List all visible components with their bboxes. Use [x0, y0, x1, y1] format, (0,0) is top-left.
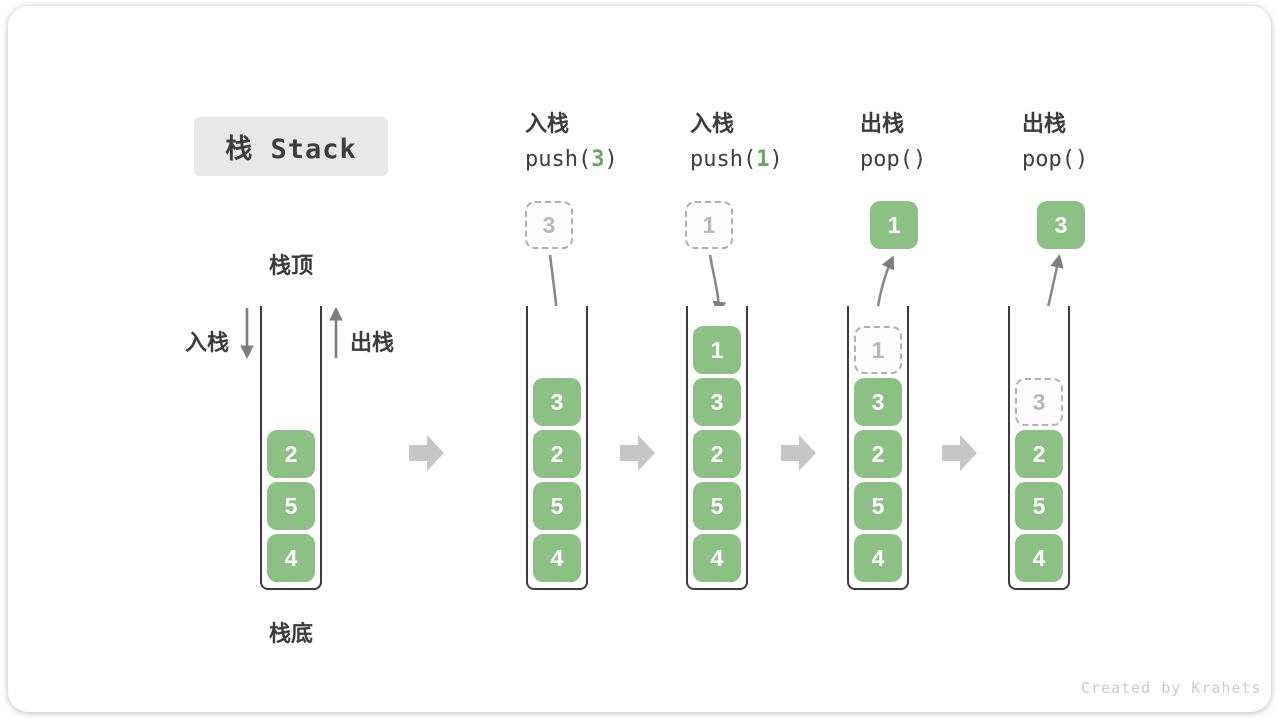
- op-code-arg: 1: [756, 147, 770, 172]
- stack-item: 2: [533, 430, 581, 478]
- op-label-push-1: 入栈 push(1): [690, 109, 783, 174]
- stack-item: 4: [693, 534, 741, 582]
- stack-container-push-1: 1 3 2 5 4: [686, 306, 748, 590]
- stack-item: 3: [693, 378, 741, 426]
- stack-item: 1: [854, 326, 902, 374]
- floating-value-box: 3: [525, 201, 573, 249]
- op-code: pop(): [1022, 147, 1089, 172]
- push-side-label: 入栈: [185, 330, 230, 355]
- stack-item: 3: [1015, 378, 1063, 426]
- op-label-pop-1: 出栈 pop(): [860, 109, 926, 174]
- stack-item: 4: [267, 534, 315, 582]
- stack-item: 5: [854, 482, 902, 530]
- diagram-title-text: 栈 Stack: [225, 134, 357, 165]
- diagram-title: 栈 Stack: [194, 117, 388, 176]
- op-label-push-3: 入栈 push(3): [525, 109, 618, 174]
- stack-item: 5: [1015, 482, 1063, 530]
- op-name: 出栈: [1022, 111, 1067, 136]
- transition-arrow-icon: [781, 435, 816, 471]
- stack-item: 1: [693, 326, 741, 374]
- stack-item: 3: [533, 378, 581, 426]
- floating-value-box: 1: [870, 201, 918, 249]
- op-name: 入栈: [690, 111, 735, 136]
- transition-arrow-icon: [942, 435, 977, 471]
- stack-item: 5: [533, 482, 581, 530]
- pop-side-label: 出栈: [350, 330, 395, 355]
- floating-value-box: 3: [1037, 201, 1085, 249]
- stack-item: 3: [854, 378, 902, 426]
- stack-item: 4: [533, 534, 581, 582]
- stack-item: 5: [267, 482, 315, 530]
- transition-arrow-icon: [620, 435, 655, 471]
- op-name: 入栈: [525, 111, 570, 136]
- stack-container-pop-1: 1 3 2 5 4: [847, 306, 909, 590]
- diagram-card: 栈 Stack 栈顶: [8, 6, 1271, 712]
- floating-value-box: 1: [685, 201, 733, 249]
- stack-item: 2: [1015, 430, 1063, 478]
- transition-arrow-icon: [409, 435, 444, 471]
- arrows-overlay: [240, 254, 1064, 471]
- stack-item: 5: [693, 482, 741, 530]
- op-name: 出栈: [860, 111, 905, 136]
- push-1-insert-arrow-icon: [708, 254, 727, 316]
- op-code: push(1): [690, 147, 783, 172]
- watermark: Created by Krahets: [1081, 679, 1262, 697]
- stack-container-initial: 2 5 4: [260, 306, 322, 590]
- stack-top-label: 栈顶: [268, 253, 313, 278]
- stack-item: 2: [854, 430, 902, 478]
- stack-container-push-3: 3 2 5 4: [526, 306, 588, 590]
- stack-item: 2: [267, 430, 315, 478]
- stack-container-pop-3: 3 2 5 4: [1008, 306, 1070, 590]
- op-code-arg: 3: [591, 147, 605, 172]
- stack-item: 4: [1015, 534, 1063, 582]
- stack-bottom-label: 栈底: [268, 621, 313, 646]
- stack-item: 4: [854, 534, 902, 582]
- stack-item: 2: [693, 430, 741, 478]
- op-code: pop(): [860, 147, 927, 172]
- op-label-pop-3: 出栈 pop(): [1022, 109, 1088, 174]
- op-code: push(3): [525, 147, 618, 172]
